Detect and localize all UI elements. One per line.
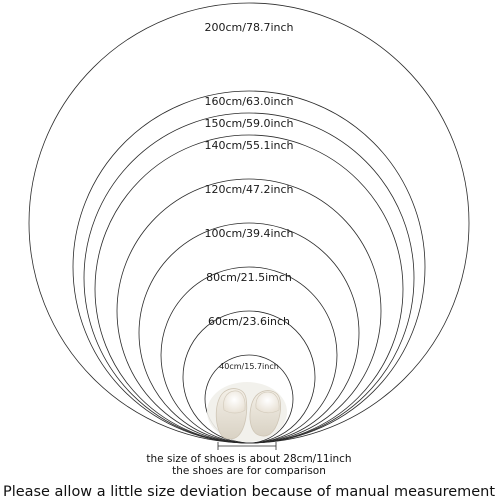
ring-label-100cm: 100cm/39.4inch	[204, 227, 293, 240]
measurement-disclaimer: Please allow a little size deviation bec…	[3, 484, 495, 500]
shoe-size-bracket	[217, 442, 277, 450]
ring-label-160cm: 160cm/63.0inch	[204, 95, 293, 108]
ring-label-80cm: 80cm/21.5imch	[206, 271, 292, 284]
ring-label-150cm: 150cm/59.0inch	[204, 117, 293, 130]
ring-label-140cm: 140cm/55.1inch	[204, 139, 293, 152]
comparison-note: the shoes are for comparison	[172, 465, 326, 477]
left-slipper	[215, 388, 248, 440]
ring-label-40cm: 40cm/15.7inch	[219, 362, 279, 371]
slippers-image	[207, 382, 287, 442]
size-rings	[28, 2, 470, 444]
right-slipper	[249, 390, 281, 437]
shoe-size-note: the size of shoes is about 28cm/11inch	[146, 453, 351, 465]
ring-label-60cm: 60cm/23.6inch	[208, 315, 290, 328]
ring-label-120cm: 120cm/47.2inch	[204, 183, 293, 196]
size-labels: 200cm/78.7inch 160cm/63.0inch 150cm/59.0in…	[204, 21, 293, 371]
ring-label-200cm: 200cm/78.7inch	[204, 21, 293, 34]
ring-40cm	[204, 354, 294, 444]
